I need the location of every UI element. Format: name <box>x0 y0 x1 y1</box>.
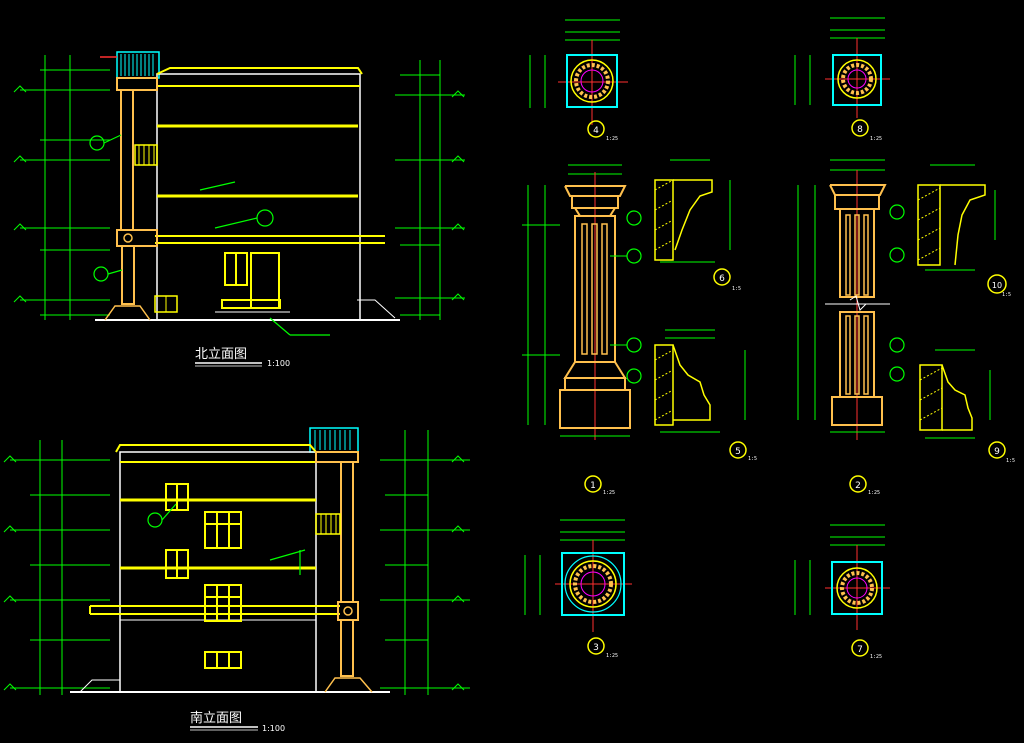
north-column-tower <box>104 77 178 321</box>
north-elevation-right-dimensions <box>395 60 465 320</box>
detail-marker-4-num: 4 <box>593 126 599 136</box>
detail-marker-6: 6 1:5 <box>713 268 741 292</box>
detail-marker-10: 10 1:5 <box>987 274 1011 298</box>
detail-marker-6-num: 6 <box>719 274 725 284</box>
column-elevation-2 <box>797 159 905 440</box>
north-elevation-title: 北立面图 <box>195 347 247 362</box>
detail-marker-10-num: 10 <box>992 281 1002 290</box>
column-section-3 <box>524 519 632 632</box>
detail-marker-5-num: 5 <box>735 447 741 457</box>
south-elevation: 南立面图 1:100 <box>3 427 470 733</box>
detail-marker-5-scale: 1:5 <box>748 456 757 462</box>
detail-marker-2-scale: 1:25 <box>868 490 880 496</box>
detail-marker-5: 5 1:5 <box>729 441 757 462</box>
detail-marker-9-num: 9 <box>994 447 1000 457</box>
detail-marker-4: 4 1:25 <box>587 120 618 142</box>
detail-marker-3-num: 3 <box>593 643 599 653</box>
detail-marker-7: 7 1:25 <box>851 639 882 660</box>
detail-marker-7-num: 7 <box>857 645 863 655</box>
detail-marker-4-scale: 1:25 <box>606 136 618 142</box>
detail-marker-10-scale: 1:5 <box>1002 292 1011 298</box>
detail-marker-3-scale: 1:25 <box>606 653 618 659</box>
north-elevation-title-block: 北立面图 1:100 <box>195 347 290 368</box>
detail-marker-8: 8 1:25 <box>851 119 882 142</box>
south-roof-tiles <box>309 427 359 453</box>
north-elevation: 北立面图 1:100 <box>13 51 465 368</box>
detail-marker-9-scale: 1:5 <box>1006 458 1015 464</box>
north-elevation-scale: 1:100 <box>267 359 290 368</box>
detail-marker-2: 2 1:25 <box>849 475 880 496</box>
detail-marker-1-upper-num: 1 <box>590 481 596 491</box>
column-section-8 <box>794 17 890 118</box>
profile-section-6 <box>654 159 731 263</box>
south-column-tower <box>315 451 373 693</box>
detail-marker-3: 3 1:25 <box>587 637 618 659</box>
north-callouts <box>89 134 330 336</box>
detail-marker-1-upper: 1 1:25 <box>584 475 615 496</box>
column-elevation-1 <box>522 164 642 440</box>
detail-marker-8-num: 8 <box>857 125 863 135</box>
north-door-window <box>215 252 290 313</box>
detail-marker-6-scale: 1:5 <box>732 286 741 292</box>
detail-marker-7-scale: 1:25 <box>870 654 882 660</box>
profile-section-9 <box>919 349 991 439</box>
north-roof-tiles <box>100 51 160 79</box>
detail-marker-2-num: 2 <box>855 481 861 491</box>
column-section-7 <box>794 524 890 630</box>
detail-marker-9: 9 1:5 <box>988 441 1015 464</box>
south-elevation-title-block: 南立面图 1:100 <box>190 710 285 733</box>
south-elevation-title: 南立面图 <box>190 710 242 726</box>
south-building-body <box>79 444 340 693</box>
north-elevation-left-dimensions <box>13 55 110 320</box>
detail-marker-1-upper-scale: 1:25 <box>603 490 615 496</box>
column-section-4 <box>529 19 628 125</box>
north-building-body <box>155 67 396 321</box>
south-elevation-scale: 1:100 <box>262 724 285 733</box>
south-elevation-right-dimensions <box>380 430 470 695</box>
south-elevation-left-dimensions <box>3 440 110 695</box>
detail-marker-8-scale: 1:25 <box>870 136 882 142</box>
profile-section-10 <box>917 164 996 271</box>
south-callouts <box>147 503 306 575</box>
south-windows <box>165 483 242 669</box>
profile-section-5 <box>654 329 746 433</box>
